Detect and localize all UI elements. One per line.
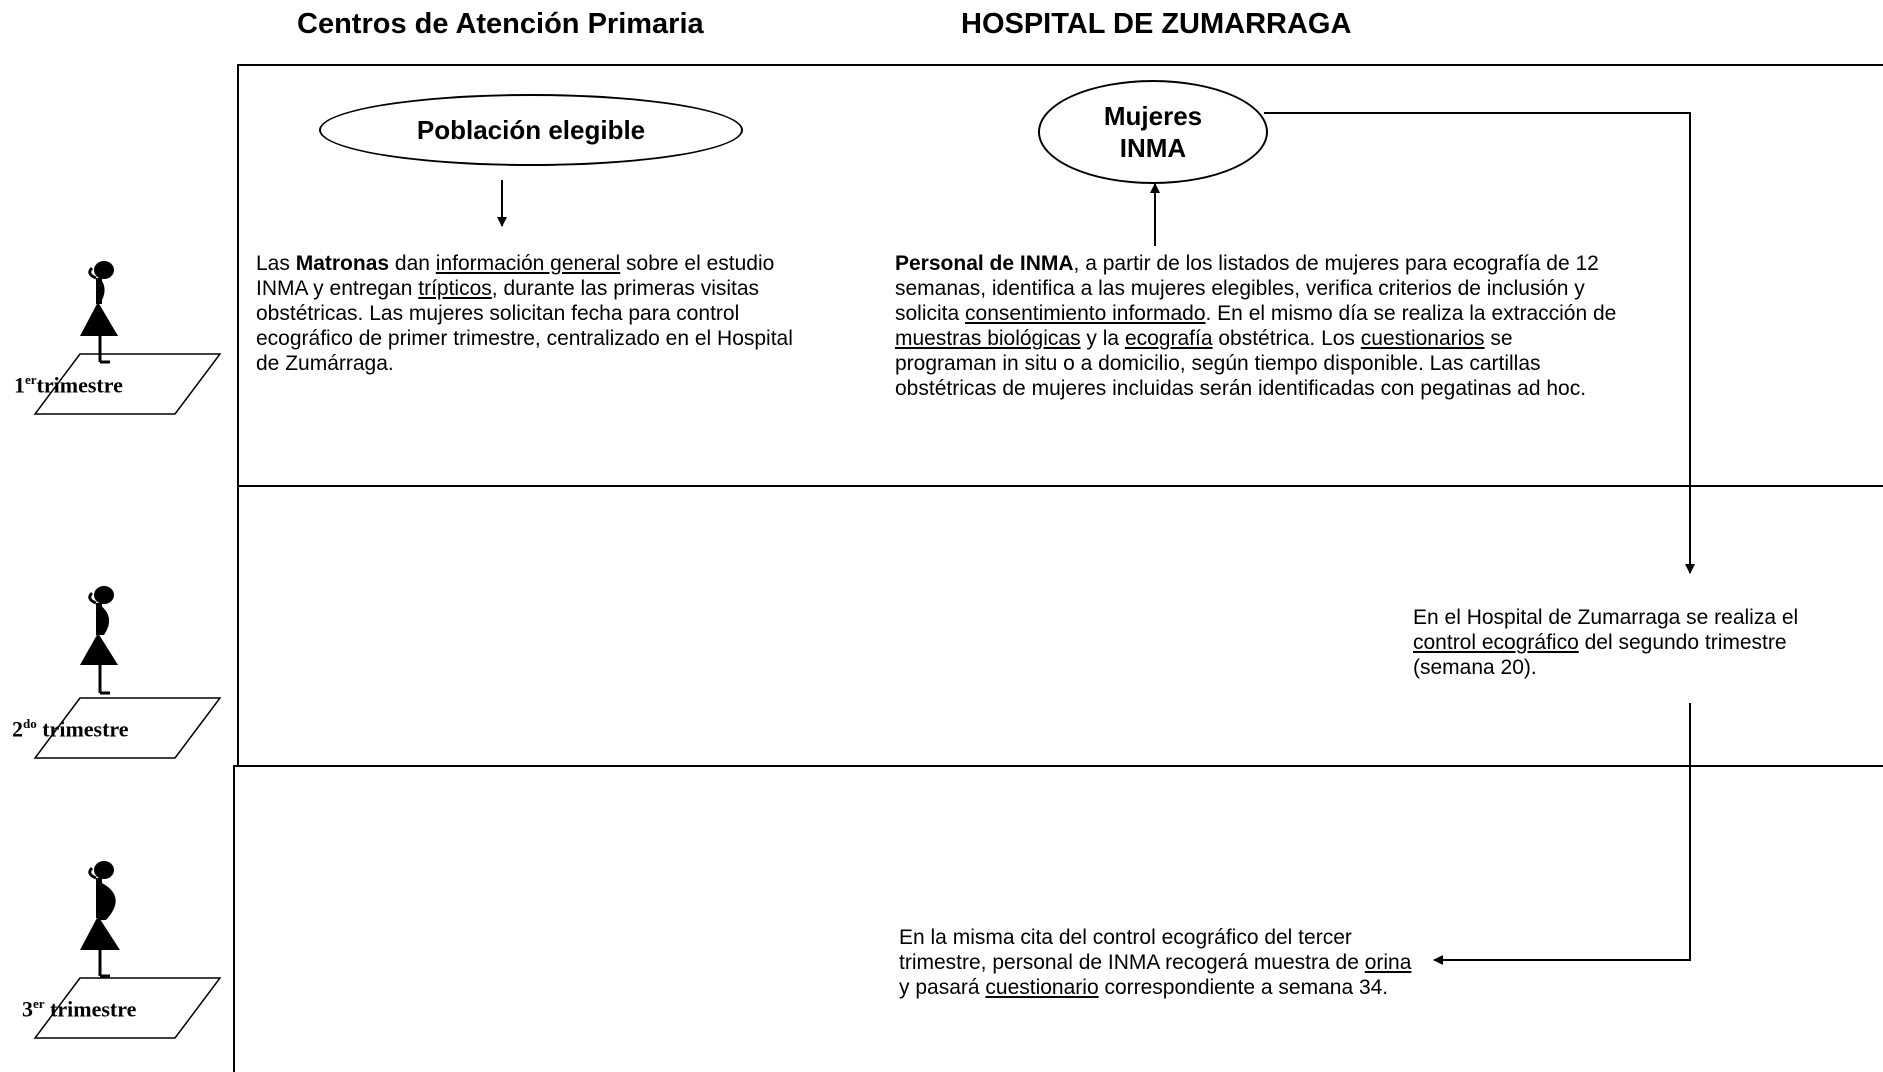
lane-divider-2 xyxy=(233,765,1883,767)
trimester-parallelogram-1 xyxy=(33,353,222,415)
lane-left-border-lower xyxy=(233,765,235,1072)
pregnant-woman-icon-2 xyxy=(80,586,118,695)
arrow-mujeres-to-segundo xyxy=(1264,112,1695,574)
poblacion-elegible-label: Población elegible xyxy=(416,114,646,145)
matronas-description: Las Matronas dan información general sob… xyxy=(256,252,793,375)
mujeres-inma-label-2: INMA xyxy=(1119,133,1187,163)
lane-left-border-upper xyxy=(237,64,239,767)
trimester-parallelogram-3 xyxy=(33,977,222,1039)
lane-divider-1 xyxy=(237,485,1883,487)
trimester-parallelogram-2 xyxy=(33,697,222,759)
trimester-label-3: 3er trimestre xyxy=(22,996,137,1022)
trimester-label-1: 1ertrimestre xyxy=(14,372,123,398)
header-hospital-zumarraga: HOSPITAL DE ZUMARRAGA xyxy=(961,8,1352,40)
lane-top-border xyxy=(237,64,1883,66)
arrow-segundo-to-tercero xyxy=(1433,703,1691,965)
pregnant-woman-icon-3 xyxy=(80,861,120,978)
mujeres-inma-node: Mujeres INMA xyxy=(1038,80,1268,184)
personal-inma-description: Personal de INMA, a partir de los listad… xyxy=(895,252,1617,400)
pregnant-woman-icon-1 xyxy=(80,261,118,364)
tercer-trimestre-description: En la misma cita del control ecográfico … xyxy=(899,926,1412,999)
header-centros-atencion-primaria: Centros de Atención Primaria xyxy=(297,8,704,40)
poblacion-elegible-node: Población elegible xyxy=(319,94,743,166)
segundo-trimestre-description: En el Hospital de Zumarraga se realiza e… xyxy=(1413,606,1799,679)
trimester-label-2: 2do trimestre xyxy=(12,716,129,742)
mujeres-inma-label-1: Mujeres xyxy=(1103,101,1203,131)
